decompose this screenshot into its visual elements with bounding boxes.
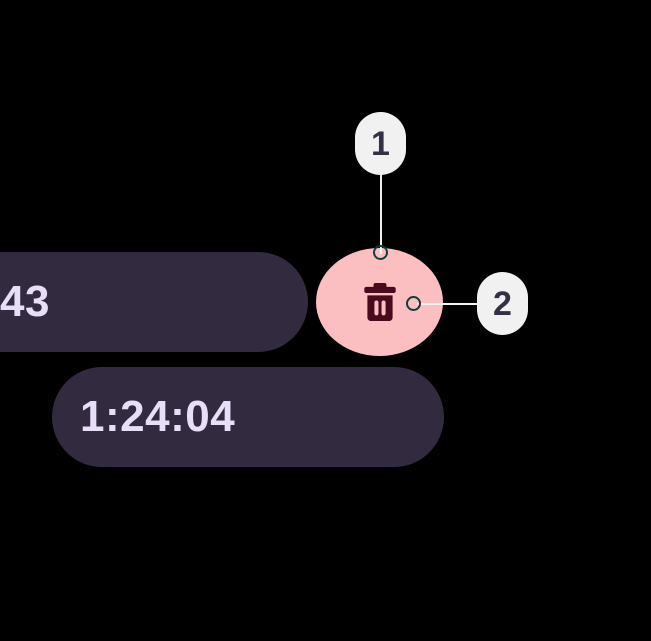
delete-button[interactable] [316,248,443,356]
timer-pill-bottom[interactable]: 1:24:04 [52,367,444,467]
trash-icon [360,281,400,323]
annotation-connector-line-1 [380,166,382,254]
annotation-anchor-dot-2 [406,296,421,311]
timer-pill-bottom-label: 1:24:04 [80,392,236,441]
annotation-connector-line-2 [417,303,485,305]
annotation-badge-1-label: 1 [371,124,390,163]
annotation-badge-2-label: 2 [493,284,512,323]
timer-pill-top[interactable]: 43 [0,252,308,352]
annotation-badge-2: 2 [477,272,528,335]
annotation-badge-1: 1 [355,112,406,175]
timer-pill-top-label: 43 [0,277,50,326]
annotation-anchor-dot-1 [373,245,388,260]
